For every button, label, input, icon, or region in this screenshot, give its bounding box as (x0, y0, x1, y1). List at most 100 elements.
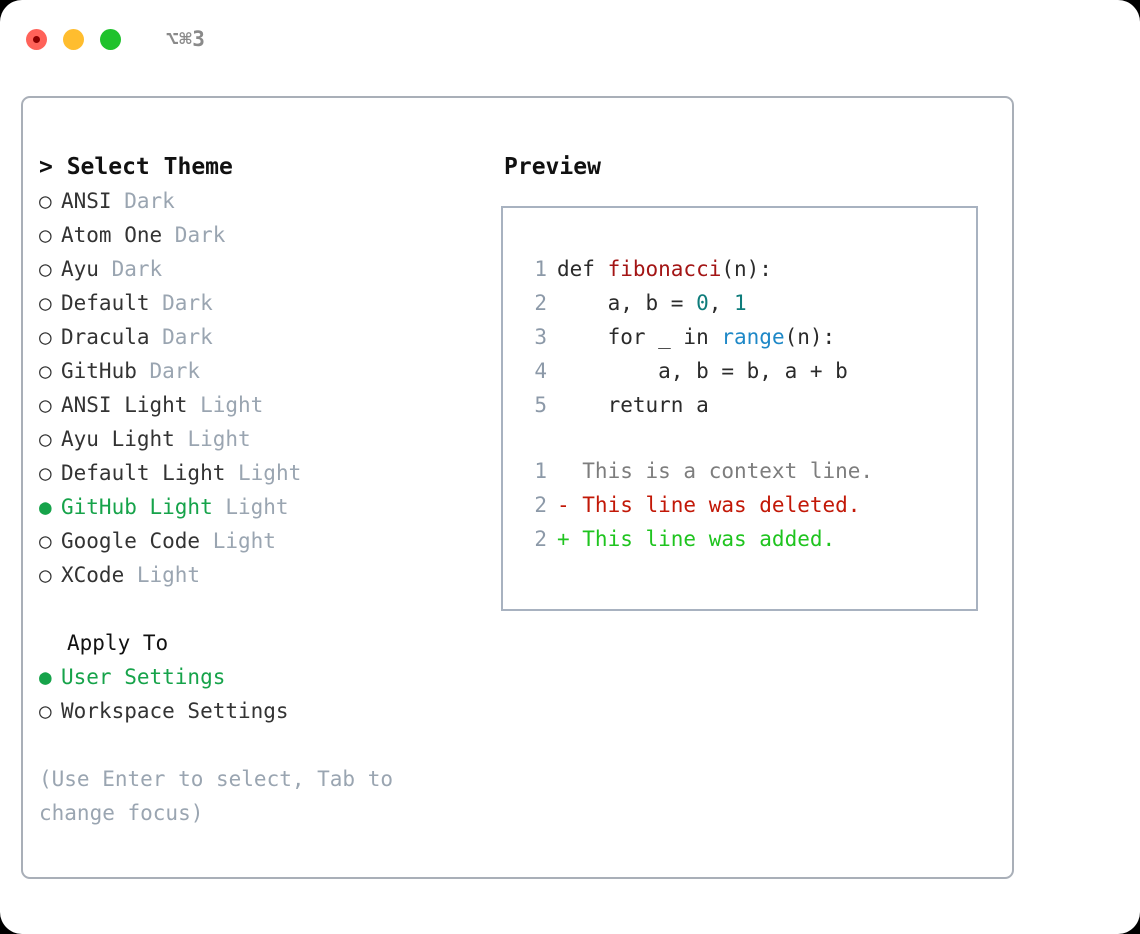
theme-option-kind: Light (124, 563, 201, 587)
radio-unselected-icon[interactable]: ○ (39, 699, 52, 723)
radio-unselected-icon[interactable]: ○ (39, 461, 52, 485)
theme-option-atom-one[interactable]: ○Atom One Dark (39, 218, 501, 252)
code-line: 4 a, b = b, a + b (521, 354, 976, 388)
apply-to-title: Apply To (67, 631, 169, 655)
apply-to-options: ● User Settings ○ Workspace Settings (39, 660, 501, 728)
theme-option-kind: Light (174, 427, 251, 451)
code-line-number: 3 (534, 325, 547, 349)
theme-list: ○ANSI Dark○Atom One Dark○Ayu Dark○Defaul… (39, 184, 501, 592)
code-line-text: a, b = 0, 1 (557, 286, 747, 320)
title-bar: ⌥⌘3 (0, 0, 1140, 78)
diff-line-text: - This line was deleted. (557, 493, 861, 517)
code-line-number: 1 (534, 257, 547, 281)
radio-unselected-icon[interactable]: ○ (39, 325, 52, 349)
code-token-plain: (n): (784, 325, 836, 349)
apply-to-option-label: Workspace Settings (61, 699, 289, 723)
code-line-number: 2 (534, 291, 547, 315)
code-line: 3 for _ in range(n): (521, 320, 976, 354)
preview-header: Preview (504, 154, 601, 180)
theme-selector-column: > Select Theme ○ANSI Dark○Atom One Dark○… (23, 98, 501, 877)
code-token-plain: for _ in (557, 325, 722, 349)
code-token-plain: def (557, 257, 608, 281)
radio-unselected-icon[interactable]: ○ (39, 529, 52, 553)
radio-unselected-icon[interactable]: ○ (39, 393, 52, 417)
theme-option-kind: Dark (149, 291, 213, 315)
diff-line-text: + This line was added. (557, 527, 836, 551)
radio-unselected-icon[interactable]: ○ (39, 291, 52, 315)
diff-line-text: This is a context line. (557, 459, 874, 483)
theme-option-github-light[interactable]: ● GitHub Light Light (39, 490, 501, 524)
diff-line-number: 1 (534, 459, 547, 483)
diff-line-number: 2 (534, 493, 547, 517)
code-diff-spacer (521, 422, 976, 454)
code-line-text: return a (557, 388, 709, 422)
radio-selected-icon[interactable]: ● (39, 495, 52, 519)
theme-option-dracula[interactable]: ○Dracula Dark (39, 320, 501, 354)
theme-option-label: Ayu Light (61, 427, 175, 451)
select-theme-header: > Select Theme (39, 154, 233, 180)
theme-option-label: Default Light (61, 461, 226, 485)
radio-unselected-icon[interactable]: ○ (39, 257, 52, 281)
apply-to-option-user-settings[interactable]: ● User Settings (39, 660, 501, 694)
code-token-plain: a, b = b, a + b (557, 359, 848, 383)
code-token-plain: , (708, 291, 735, 315)
theme-option-label: Ayu (61, 257, 99, 281)
code-token-plain: (n): (721, 257, 772, 281)
apply-to-option-workspace-settings[interactable]: ○ Workspace Settings (39, 694, 501, 728)
theme-option-default-light[interactable]: ○ Default Light Light (39, 456, 501, 490)
theme-option-label: ANSI Light (61, 393, 188, 417)
theme-option-kind: Dark (149, 325, 213, 349)
radio-unselected-icon[interactable]: ○ (39, 189, 52, 213)
radio-unselected-icon[interactable]: ○ (39, 359, 52, 383)
theme-option-ansi-light[interactable]: ○ ANSI Light Light (39, 388, 501, 422)
code-line: 1 def fibonacci(n): (521, 252, 976, 286)
theme-option-ayu-light[interactable]: ○ Ayu Light Light (39, 422, 501, 456)
theme-option-kind: Light (225, 461, 302, 485)
diff-line-del: 2 - This line was deleted. (521, 488, 976, 522)
radio-selected-icon[interactable]: ● (39, 665, 52, 689)
theme-option-label: Google Code (61, 529, 201, 553)
code-line: 2 a, b = 0, 1 (521, 286, 976, 320)
theme-option-ansi[interactable]: ○ ANSI Dark (39, 184, 501, 218)
code-line: 5 return a (521, 388, 976, 422)
radio-unselected-icon[interactable]: ○ (39, 563, 52, 587)
theme-option-kind: Light (200, 529, 276, 553)
code-token-plain: a, b = (557, 291, 697, 315)
code-token-plain: return a (557, 393, 709, 417)
theme-option-label: Default (61, 291, 150, 315)
keyboard-shortcut-label: ⌥⌘3 (166, 27, 206, 51)
theme-option-kind: Dark (98, 257, 163, 281)
keyboard-hint-text: (Use Enter to select, Tab to change focu… (39, 767, 394, 825)
theme-option-default[interactable]: ○ Default Dark (39, 286, 501, 320)
code-token-bi: range (721, 325, 785, 349)
apply-to-option-label: User Settings (61, 665, 226, 689)
code-line-text: def fibonacci(n): (557, 252, 772, 286)
theme-option-kind: Light (212, 495, 289, 519)
theme-option-xcode[interactable]: ○ XCode Light (39, 558, 501, 592)
radio-unselected-icon[interactable]: ○ (39, 223, 52, 247)
diff-line-number: 2 (534, 527, 547, 551)
theme-option-kind: Light (187, 393, 264, 417)
code-line-number: 5 (534, 393, 547, 417)
theme-option-ayu[interactable]: ○ Ayu Dark (39, 252, 501, 286)
theme-option-kind: Dark (136, 359, 201, 383)
code-token-num: 0 (696, 291, 709, 315)
theme-option-kind: Dark (162, 223, 226, 247)
theme-option-label: ANSI (61, 189, 112, 213)
apply-to-section: Apply To ● User Settings ○ Workspace Settin… (39, 626, 501, 728)
theme-option-github[interactable]: ○ GitHub Dark (39, 354, 501, 388)
code-token-fn: fibonacci (607, 257, 722, 281)
minimize-window-button[interactable] (63, 28, 84, 50)
maximize-window-button[interactable] (100, 28, 121, 50)
code-token-num: 1 (734, 291, 747, 315)
theme-option-kind: Dark (111, 189, 175, 213)
theme-option-label: XCode (61, 563, 125, 587)
theme-option-label: GitHub (61, 359, 137, 383)
theme-option-google-code[interactable]: ○ Google Code Light (39, 524, 501, 558)
radio-unselected-icon[interactable]: ○ (39, 427, 52, 451)
close-window-button[interactable] (26, 28, 47, 50)
theme-option-label: GitHub Light (61, 495, 213, 519)
